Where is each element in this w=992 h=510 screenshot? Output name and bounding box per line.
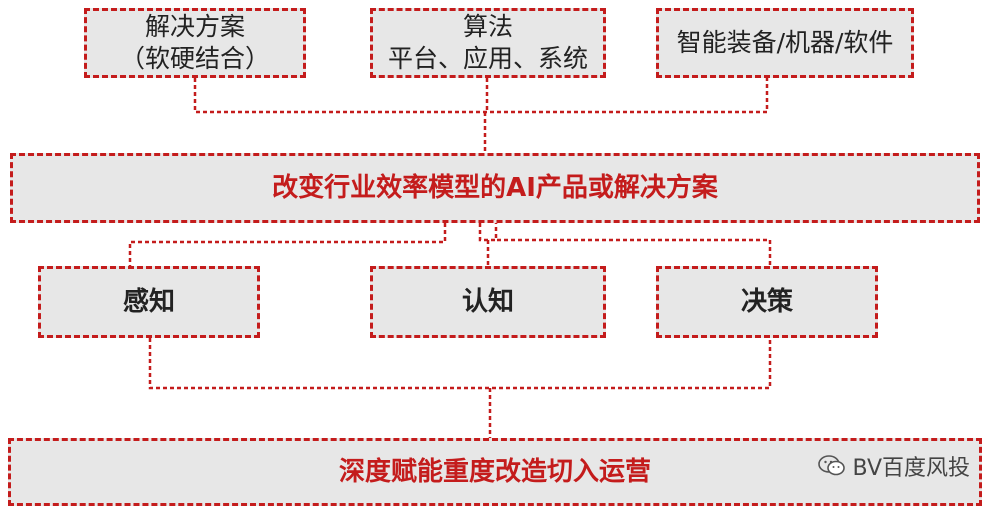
wechat-icon (817, 455, 845, 476)
middle-box-cognition: 认知 (370, 266, 606, 338)
top-box-algorithm: 算法 平台、应用、系统 (370, 8, 606, 78)
top-box-equipment-title: 智能装备/机器/软件 (676, 28, 894, 57)
connector-center-middle-loop (478, 223, 498, 242)
bottom-box-label: 深度赋能重度改造切入运营 (338, 457, 651, 487)
middle-box-decision: 决策 (656, 266, 878, 338)
watermark-text: BV百度风投 (852, 456, 970, 481)
top-box-solution-title: 解决方案 (144, 12, 245, 41)
top-box-solution: 解决方案 （软硬结合） (84, 8, 306, 78)
connector-bottom-bus (148, 338, 772, 390)
top-box-solution-subtitle: （软硬结合） (119, 44, 270, 73)
top-box-equipment: 智能装备/机器/软件 (656, 8, 914, 78)
connector-center-to-right (497, 238, 772, 266)
top-box-algorithm-subtitle: 平台、应用、系统 (387, 44, 588, 73)
center-box: 改变行业效率模型的AI产品或解决方案 (10, 153, 980, 223)
middle-box-perception-label: 感知 (122, 287, 175, 317)
connector-top-bus (193, 78, 769, 114)
bottom-box: 深度赋能重度改造切入运营 (8, 438, 982, 506)
middle-box-perception: 感知 (38, 266, 260, 338)
center-box-label: 改变行业效率模型的AI产品或解决方案 (272, 173, 718, 203)
connector-center-to-left (128, 223, 447, 266)
middle-box-cognition-label: 认知 (461, 287, 514, 317)
top-box-algorithm-title: 算法 (462, 12, 513, 41)
middle-box-decision-label: 决策 (740, 287, 793, 317)
watermark: BV百度风投 (817, 450, 970, 482)
